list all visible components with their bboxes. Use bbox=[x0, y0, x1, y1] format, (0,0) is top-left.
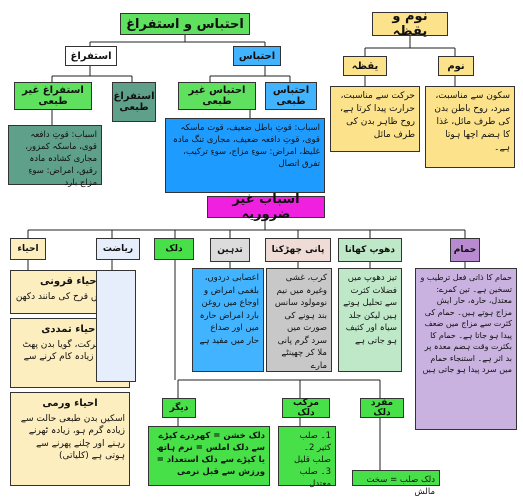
istifragh-ghair-tabai-node: استفراغ غیر طبعی bbox=[14, 82, 92, 110]
dalak-mufrad-node: مفرد دلک bbox=[360, 398, 404, 418]
asbab-ghair-zaruriya-title: اسباب غیر ضروریہ bbox=[207, 192, 325, 222]
dalak-digar-node: دیگر bbox=[162, 398, 196, 418]
category-tadheen: تدہین bbox=[210, 238, 250, 262]
yaqza-node: یقظہ bbox=[343, 56, 387, 76]
istifragh-node: استفراغ bbox=[65, 46, 117, 66]
category-hammam: حمام bbox=[450, 238, 480, 262]
pani-chhirakna-text: کرب، غشی وغیرہ میں نیم نومولود سانس بند … bbox=[266, 268, 332, 372]
category-riyazat: ریاضت bbox=[96, 238, 140, 260]
hammam-text: حمام کا ذاتی فعل ترطیب و تسخین ہے۔ تین ک… bbox=[415, 268, 517, 430]
category-ahya: احیاء bbox=[10, 238, 46, 260]
category-dalak: دلک bbox=[154, 238, 194, 260]
dalak-murakkab-node: مرکب دلک bbox=[282, 398, 330, 418]
dalak-murakkab-text: 1۔ صلب کثیر 2۔ صلب قلیل 3۔ صلب معتدل bbox=[278, 426, 336, 489]
connector-lines bbox=[27, 33, 466, 470]
ihtibas-node: احتباس bbox=[233, 46, 281, 66]
ihtibas-tabai-node: احتباس طبعی bbox=[265, 82, 317, 110]
ahya-qaroonee-heading: احیاء قرونی bbox=[40, 276, 100, 287]
ahya-waramee-box: احیاء ورمی اسکیں بدن طبعی حالت سے زیادہ … bbox=[10, 392, 130, 486]
ahya-waramee-text: اسکیں بدن طبعی حالت سے زیادہ گرم ہو، زیا… bbox=[20, 413, 125, 462]
tadheen-text: اعصابی دردوں، بلغمی امراض و اوجاع میں رو… bbox=[192, 268, 264, 372]
ihtibas-ghair-tabai-text: اسباب: قوتِ باطل ضعیف، قوت ماسکہ قوی، قو… bbox=[165, 118, 325, 193]
dalak-mufrad-text: دلک صلب = سخت مالش bbox=[352, 470, 440, 497]
category-dhoop-khana: دھوپ کھانا bbox=[338, 238, 402, 262]
category-pani-chhirakna: پانی چھڑکنا bbox=[265, 238, 331, 262]
ahya-tamaddudee-heading: احیاء تمددی bbox=[41, 324, 99, 335]
ihtibas-ghair-tabai-node: احتباس غیر طبعی bbox=[178, 82, 256, 110]
ahya-waramee-heading: احیاء ورمی bbox=[42, 398, 98, 409]
naum-text: سکون سے مناسبت، مبرد، روح باطن بدن کی طر… bbox=[425, 86, 515, 168]
dhoop-khana-text: تیز دھوپ میں فضلات کثرت سے تحلیل ہوتے ہی… bbox=[338, 268, 402, 372]
naum-yaqza-title: نوم و یقظہ bbox=[372, 9, 448, 39]
ahya-qaroonee-text: تکان میں قرح کی مانند دکھن bbox=[15, 291, 125, 302]
istifragh-ghair-tabai-text: اسباب: قوتِ دافعہ قوی، ماسکہ کمزور، مجار… bbox=[8, 125, 102, 188]
istifragh-tabai-node: استفراغ طبعی bbox=[112, 82, 156, 122]
riyazat-box bbox=[96, 270, 136, 382]
naum-node: نوم bbox=[438, 56, 474, 76]
dalak-digar-text: دلک خشن = کھردرے کپڑے سے دلک املس = نرم … bbox=[148, 426, 270, 486]
ihtibas-istifragh-title: احتباس و استفراغ bbox=[120, 13, 250, 35]
yaqza-text: حرکت سے مناسبت، حرارت پیدا کرتا ہے، روح … bbox=[330, 86, 420, 152]
